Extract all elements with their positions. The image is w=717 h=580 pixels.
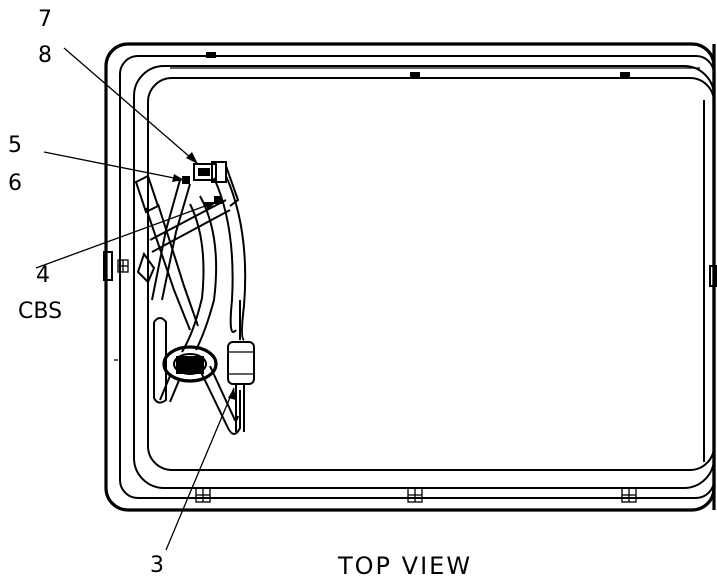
leader-lines (35, 47, 236, 551)
right-side-bracket (709, 265, 717, 287)
callout-6: 6 (8, 171, 22, 196)
callout-8: 8 (38, 43, 52, 68)
bottom-foot-left (195, 487, 211, 503)
left-side-bracket (103, 251, 129, 361)
cabinet-frame (104, 42, 716, 512)
callout-cbs: CBS (18, 299, 62, 324)
bottom-foot-middle (407, 487, 423, 503)
callout-3: 3 (150, 553, 164, 578)
valve-fitting (182, 161, 240, 207)
bottom-foot-right (621, 487, 637, 503)
tubing-assembly (134, 174, 247, 435)
top-mounting-tabs (206, 52, 630, 78)
callout-5: 5 (8, 133, 22, 158)
callout-4: 4 (36, 263, 50, 288)
filter-drier (227, 341, 255, 432)
view-caption: TOP VIEW (337, 552, 472, 580)
callout-7: 7 (38, 7, 52, 32)
